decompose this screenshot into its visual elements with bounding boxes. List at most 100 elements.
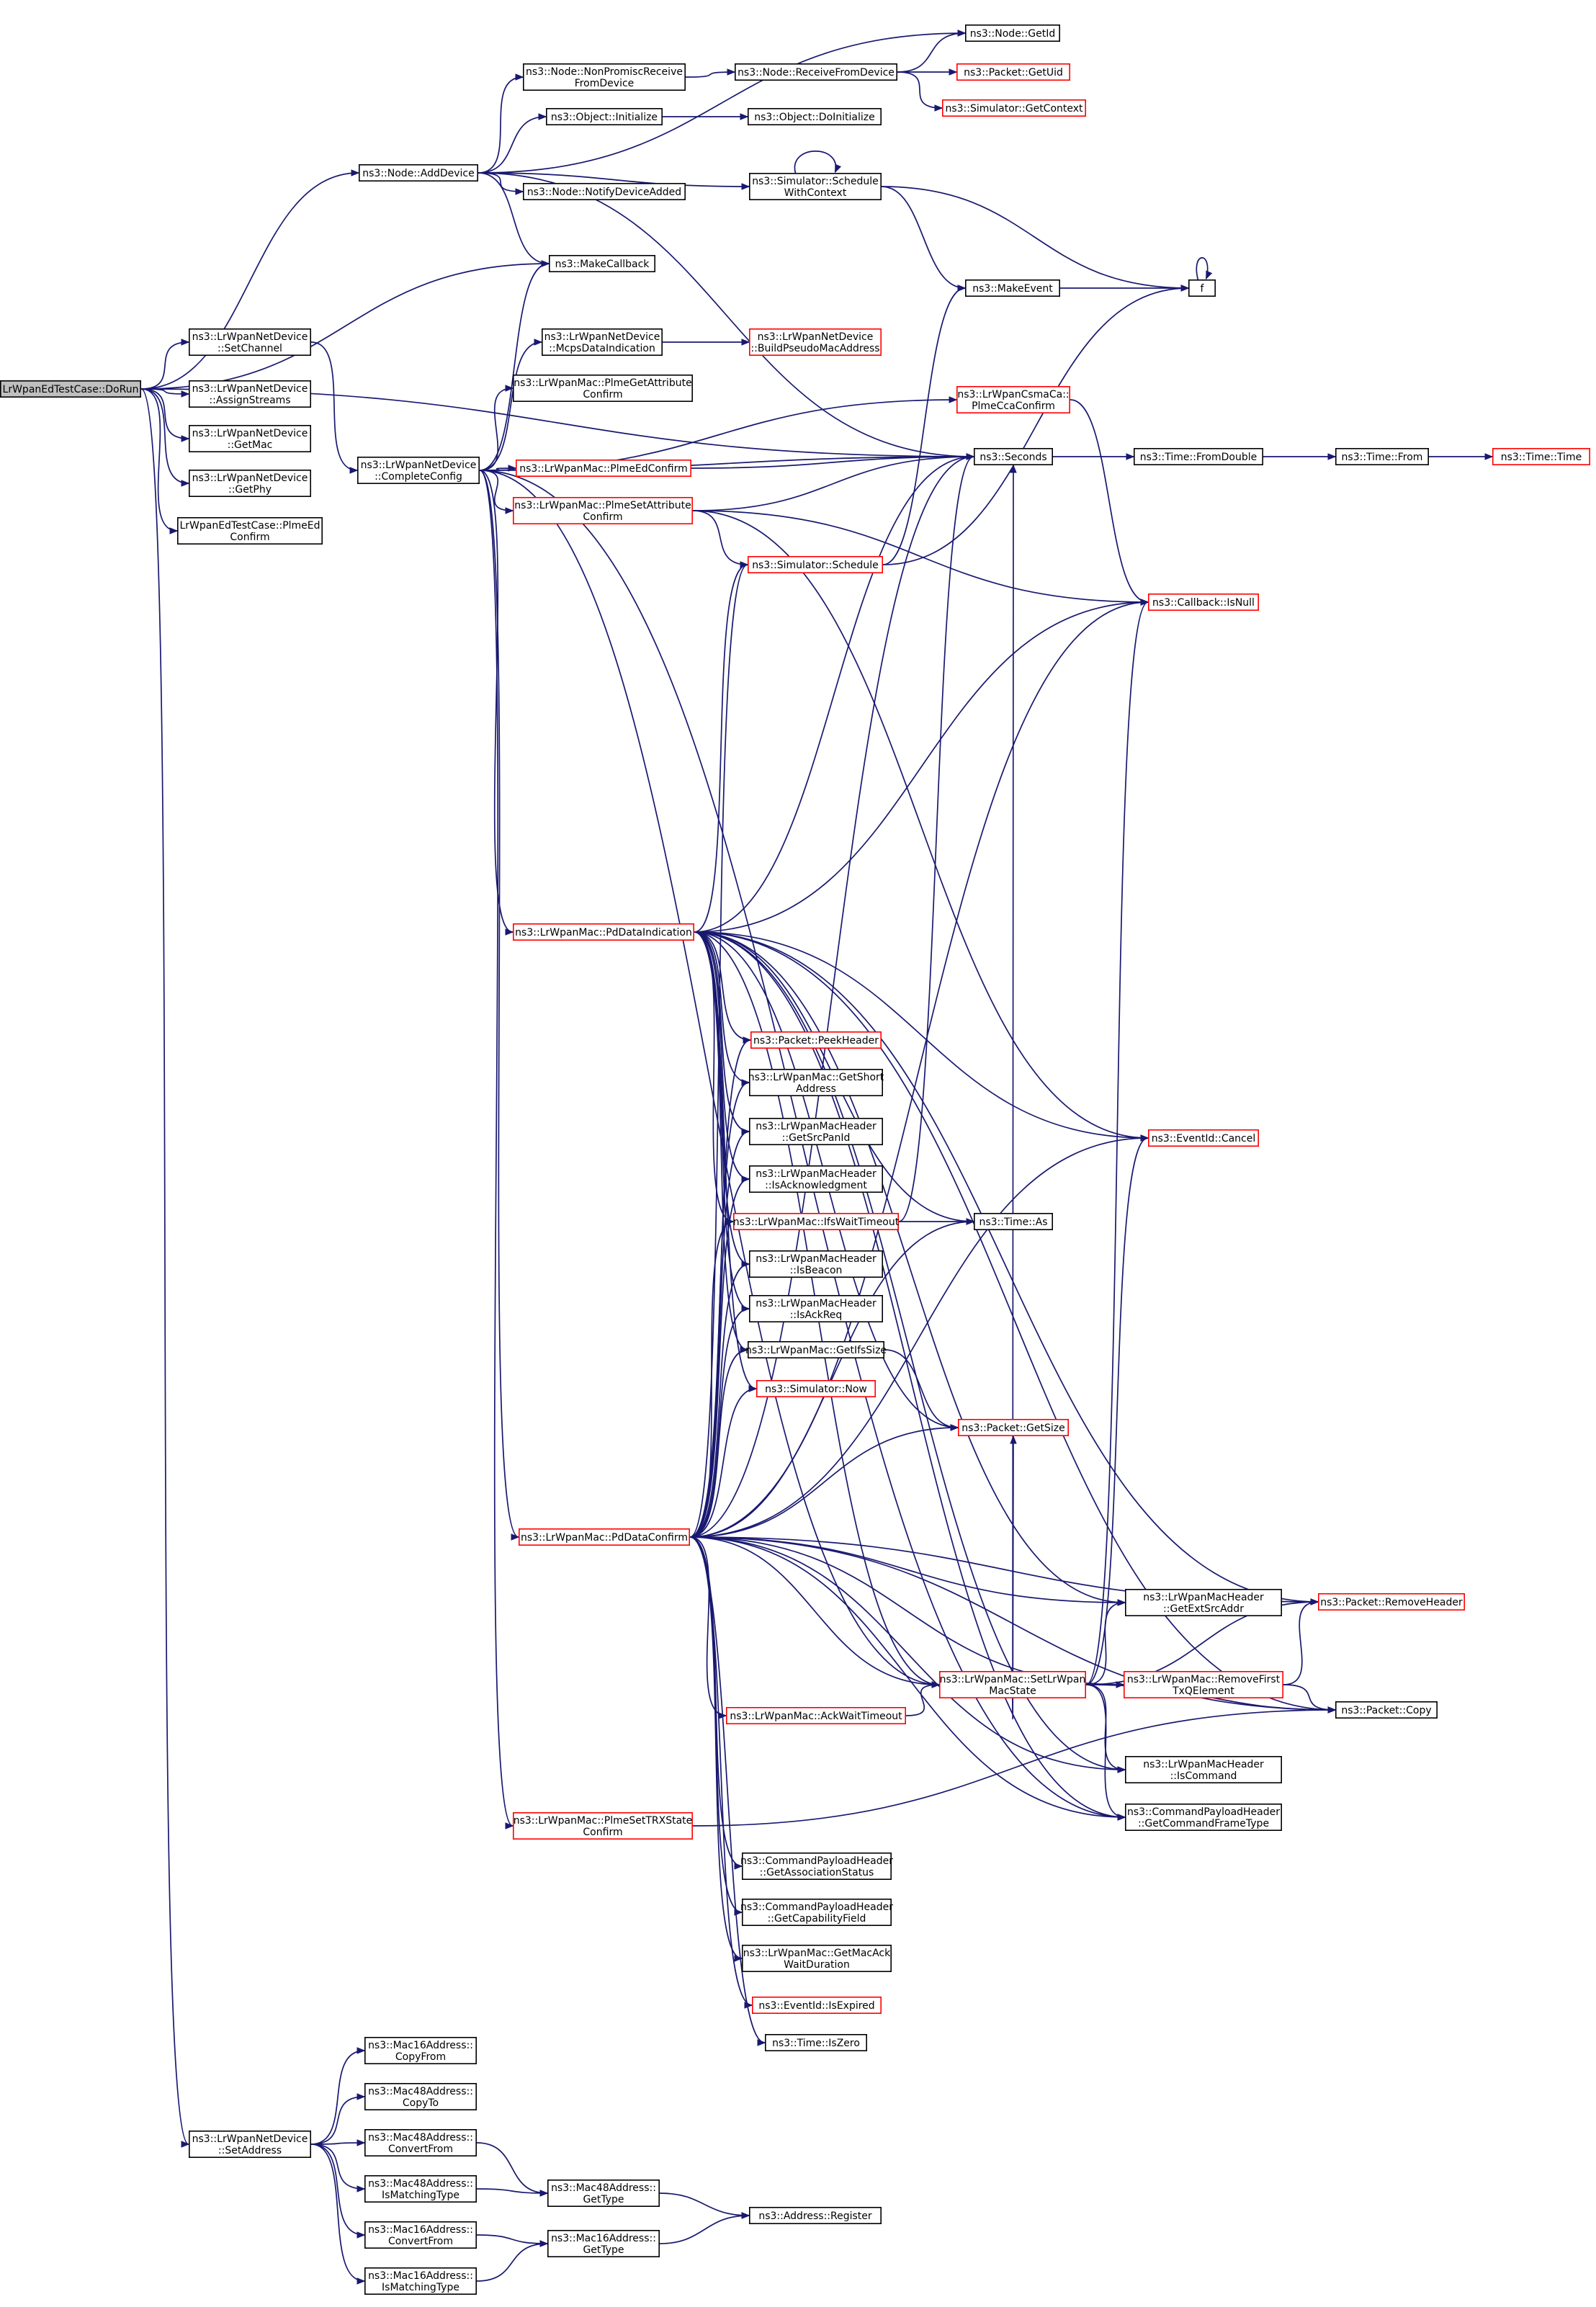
node-dev-complete[interactable]: ns3::LrWpanNetDevice::CompleteConfig bbox=[357, 456, 480, 484]
edge-arrowhead bbox=[1126, 453, 1135, 460]
node-obj-doinit[interactable]: ns3::Object::DoInitialize bbox=[748, 108, 882, 126]
node-node-adddev[interactable]: ns3::Node::AddDevice bbox=[358, 164, 478, 182]
node-pkt-getsize[interactable]: ns3::Packet::GetSize bbox=[958, 1419, 1070, 1437]
node-addr-register[interactable]: ns3::Address::Register bbox=[749, 2207, 882, 2225]
edge-arrowhead bbox=[511, 1533, 520, 1541]
node-seconds[interactable]: ns3::Seconds bbox=[974, 447, 1054, 465]
node-hdr-isack[interactable]: ns3::LrWpanMacHeader::IsAcknowledgment bbox=[749, 1165, 884, 1193]
node-csma-cca[interactable]: ns3::LrWpanCsmaCa::PlmeCcaConfirm bbox=[956, 385, 1071, 413]
edge-mac-ackwait-to-mac-setstate bbox=[905, 1684, 940, 1716]
node-m48-gettype[interactable]: ns3::Mac48Address::GetType bbox=[547, 2180, 660, 2208]
node-cb-isnull[interactable]: ns3::Callback::IsNull bbox=[1148, 593, 1260, 611]
edge-mac-pdind-to-hdr-srcpan bbox=[694, 931, 750, 1132]
node-cmd-frametype[interactable]: ns3::CommandPayloadHeader::GetCommandFra… bbox=[1125, 1804, 1283, 1832]
node-sim-getctx[interactable]: ns3::Simulator::GetContext bbox=[942, 99, 1087, 117]
node-m48-convfrom[interactable]: ns3::Mac48Address::ConvertFrom bbox=[364, 2129, 477, 2157]
edge-root-to-test-plmeed bbox=[140, 388, 178, 532]
node-pkt-peek[interactable]: ns3::Packet::PeekHeader bbox=[750, 1031, 882, 1049]
node-box bbox=[1134, 447, 1264, 465]
node-label: MacState bbox=[989, 1685, 1036, 1697]
edge-arrowhead bbox=[181, 339, 190, 346]
node-label: ns3::LrWpanNetDevice bbox=[192, 2133, 308, 2145]
edge-mac-plmeset-to-seconds bbox=[692, 456, 974, 511]
edge-arrowhead bbox=[1327, 453, 1337, 460]
edge-arrowhead bbox=[957, 285, 967, 292]
node-time-from[interactable]: ns3::Time::From bbox=[1335, 447, 1430, 465]
node-dev-pseudo[interactable]: ns3::LrWpanNetDevice::BuildPseudoMacAddr… bbox=[749, 328, 882, 356]
node-label: ns3::Packet::RemoveHeader bbox=[1320, 1597, 1463, 1608]
node-box bbox=[749, 1118, 884, 1146]
node-sim-sched[interactable]: ns3::Simulator::Schedule bbox=[748, 555, 884, 573]
node-m16-ismatch[interactable]: ns3::Mac16Address::IsMatchingType bbox=[364, 2267, 477, 2295]
node-makecb[interactable]: ns3::MakeCallback bbox=[548, 254, 655, 272]
node-obj-init[interactable]: ns3::Object::Initialize bbox=[545, 108, 663, 126]
node-m48-ismatch[interactable]: ns3::Mac48Address::IsMatchingType bbox=[364, 2175, 477, 2203]
node-test-plmeed[interactable]: LrWpanEdTestCase::PlmeEdConfirm bbox=[177, 516, 323, 545]
node-event-cancel[interactable]: ns3::EventId::Cancel bbox=[1148, 1129, 1260, 1147]
edge-mac-pdind-to-hdr-isackreq bbox=[694, 931, 750, 1309]
node-time-as[interactable]: ns3::Time::As bbox=[974, 1213, 1054, 1231]
node-cmd-cap[interactable]: ns3::CommandPayloadHeader::GetCapability… bbox=[740, 1899, 893, 1927]
edge-mac-ifswait-to-seconds bbox=[898, 456, 974, 1222]
node-box bbox=[939, 1671, 1087, 1699]
node-mac-pdind[interactable]: ns3::LrWpanMac::PdDataIndication bbox=[512, 923, 694, 941]
node-mac-ifswait[interactable]: ns3::LrWpanMac::IfsWaitTimeout bbox=[733, 1213, 900, 1231]
node-event-expired[interactable]: ns3::EventId::IsExpired bbox=[752, 1997, 882, 2015]
edge-mac-pdconf-to-hdr-isbeacon bbox=[689, 1263, 750, 1538]
node-m48-copyto[interactable]: ns3::Mac48Address::CopyTo bbox=[364, 2083, 477, 2111]
node-mac-pdconf[interactable]: ns3::LrWpanMac::PdDataConfirm bbox=[518, 1528, 690, 1546]
node-time-time[interactable]: ns3::Time::Time bbox=[1492, 447, 1591, 465]
node-label: ns3::LrWpanNetDevice bbox=[361, 460, 477, 471]
node-hdr-iscmd[interactable]: ns3::LrWpanMacHeader::IsCommand bbox=[1125, 1756, 1283, 1784]
node-mac-ackwait[interactable]: ns3::LrWpanMac::AckWaitTimeout bbox=[725, 1707, 906, 1725]
node-hdr-extsrc[interactable]: ns3::LrWpanMacHeader::GetExtSrcAddr bbox=[1125, 1589, 1283, 1617]
node-hdr-isackreq[interactable]: ns3::LrWpanMacHeader::IsAckReq bbox=[749, 1295, 884, 1323]
node-mac-getifs[interactable]: ns3::LrWpanMac::GetIfsSize bbox=[745, 1341, 887, 1359]
node-time-fromdouble[interactable]: ns3::Time::FromDouble bbox=[1134, 447, 1264, 465]
node-m16-gettype[interactable]: ns3::Mac16Address::GetType bbox=[547, 2230, 660, 2258]
node-makeevent[interactable]: ns3::MakeEvent bbox=[965, 279, 1061, 297]
node-box bbox=[956, 63, 1071, 81]
edge-mac-pdind-to-sim-sched bbox=[694, 564, 748, 933]
node-node-recv[interactable]: ns3::Node::ReceiveFromDevice bbox=[734, 63, 897, 81]
node-f[interactable]: f bbox=[1188, 279, 1216, 297]
edge-mac-pdind-to-pkt-copy bbox=[694, 931, 1336, 1711]
node-sim-now[interactable]: ns3::Simulator::Now bbox=[756, 1380, 877, 1398]
node-m16-convfrom[interactable]: ns3::Mac16Address::ConvertFrom bbox=[364, 2221, 477, 2249]
node-label: WithContext bbox=[784, 187, 847, 199]
edge-arrowhead bbox=[515, 188, 524, 195]
node-mac-plmeed[interactable]: ns3::LrWpanMac::PlmeEdConfirm bbox=[515, 459, 691, 477]
node-box bbox=[1124, 1671, 1284, 1699]
node-dev-setaddr[interactable]: ns3::LrWpanNetDevice::SetAddress bbox=[188, 2131, 311, 2159]
node-hdr-srcpan[interactable]: ns3::LrWpanMacHeader::GetSrcPanId bbox=[749, 1118, 884, 1146]
node-label: ::GetExtSrcAddr bbox=[1163, 1603, 1244, 1615]
node-label: ns3::LrWpanMac::GetShort bbox=[748, 1072, 884, 1083]
node-pkt-copy[interactable]: ns3::Packet::Copy bbox=[1335, 1701, 1438, 1719]
node-dev-getmac[interactable]: ns3::LrWpanNetDevice::GetMac bbox=[188, 424, 311, 452]
node-hdr-isbeacon[interactable]: ns3::LrWpanMacHeader::IsBeacon bbox=[749, 1250, 884, 1278]
node-node-getid[interactable]: ns3::Node::GetId bbox=[965, 24, 1061, 42]
node-dev-setchan[interactable]: ns3::LrWpanNetDevice::SetChannel bbox=[188, 328, 311, 356]
node-dev-mcps[interactable]: ns3::LrWpanNetDevice::McpsDataIndication bbox=[541, 328, 663, 356]
node-node-notify[interactable]: ns3::Node::NotifyDeviceAdded bbox=[522, 183, 686, 201]
node-dev-getphy[interactable]: ns3::LrWpanNetDevice::GetPhy bbox=[188, 469, 311, 497]
node-cmd-assoc[interactable]: ns3::CommandPayloadHeader::GetAssociatio… bbox=[740, 1853, 893, 1881]
node-pkt-getuid[interactable]: ns3::Packet::GetUid bbox=[956, 63, 1071, 81]
node-pkt-remhdr[interactable]: ns3::Packet::RemoveHeader bbox=[1318, 1593, 1466, 1611]
node-time-iszero[interactable]: ns3::Time::IsZero bbox=[765, 2034, 868, 2052]
node-dev-assign[interactable]: ns3::LrWpanNetDevice::AssignStreams bbox=[188, 380, 311, 408]
edge-node-adddev-to-obj-init bbox=[478, 116, 547, 174]
node-m16-copyfrom[interactable]: ns3::Mac16Address::CopyFrom bbox=[364, 2037, 477, 2065]
node-box bbox=[541, 328, 663, 356]
node-root[interactable]: LrWpanEdTestCase::DoRun bbox=[0, 380, 141, 398]
